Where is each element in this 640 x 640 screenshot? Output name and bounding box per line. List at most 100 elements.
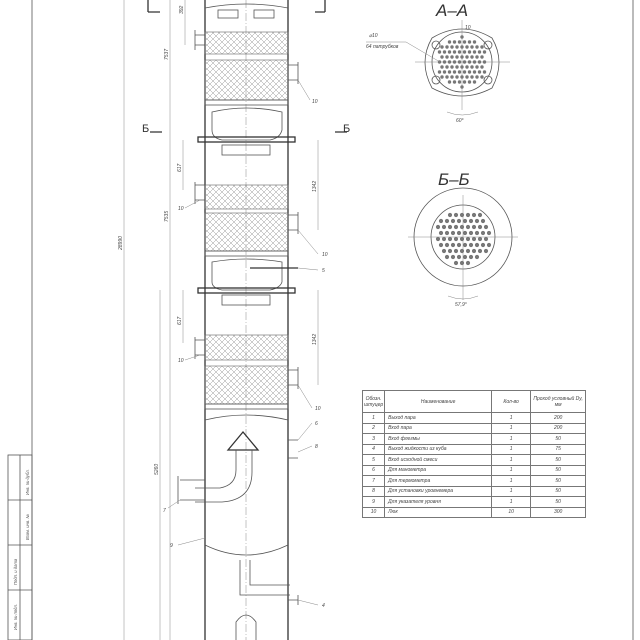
tube-hole [450,45,454,49]
cell-id: 9 [361,496,386,508]
tube-hole [457,70,462,74]
tube-hole [468,218,474,224]
tube-hole [444,218,450,224]
tube-hole [447,224,453,230]
stamp-label: Инв. № дубл. [25,469,30,495]
cell-name: Люк [384,506,493,518]
cell-id: 3 [361,433,386,445]
tube-hole [459,248,465,254]
tube-hole [452,60,457,64]
tube-hole [447,60,452,64]
tube-hole [465,75,469,79]
tube-hole [471,236,477,242]
tube-hole [455,65,459,69]
tube-hole [477,70,482,74]
cell-id: 8 [361,485,386,497]
cell-name: Для манометра [384,464,493,476]
tube-hole [467,60,472,64]
tube-hole [440,65,444,69]
tube-hole [442,60,447,64]
tube-hole [474,230,480,236]
tube-hole [465,260,471,266]
tube-hole [457,80,462,84]
section-a-a: А–А ⌀10 64 патрубков 10 60° [366,1,510,124]
tube-hole [438,230,444,236]
tube-hole [457,50,462,54]
cell-qty: 1 [491,412,532,424]
tube-hole [480,65,484,69]
tube-hole [472,80,477,84]
dim-label: 617 [177,163,183,172]
tube-hole [477,236,483,242]
tube-hole [480,242,486,248]
cell-qty: 1 [491,475,532,487]
tube-hole [470,65,474,69]
tube-holes [437,35,487,89]
cell-qty: 1 [491,485,532,497]
hole-label: ⌀10 [369,33,378,39]
side-stamp: Инв. № подл. Подп. и дата Взам. инв. № И… [7,454,33,640]
tube-hole [450,230,456,236]
tube-hole [470,45,474,49]
tube-hole [467,70,472,74]
col-header-dn: Проход условный Dу, мм [530,390,587,413]
tube-hole [483,236,489,242]
tube-hole [480,75,484,79]
cell-name: Для установки уровнемера [384,485,493,497]
cell-id: 2 [361,422,386,434]
cell-dn: 50 [530,475,587,487]
cell-name: Вход пара [384,422,493,434]
col-header-qty: Кол-во [491,390,532,413]
tube-hole [465,236,471,242]
tube-hole [460,75,464,79]
cell-qty: 1 [491,433,532,445]
cell-id: 10 [361,506,386,518]
tube-hole [447,80,452,84]
tube-hole [462,50,467,54]
leader-label: 7 [163,508,166,514]
tube-hole [486,242,492,248]
tube-hole [453,260,459,266]
tube-hole [474,218,480,224]
cell-dn: 50 [530,496,587,508]
cell-qty: 1 [491,496,532,508]
tube-hole [444,242,450,248]
tube-hole [440,45,444,49]
cell-qty: 1 [491,443,532,455]
section-title: А–А [435,1,468,20]
tube-hole [471,248,477,254]
cell-id: 7 [361,475,386,487]
leader-label: 10 [312,99,318,105]
tube-hole [462,70,467,74]
tube-hole [452,50,457,54]
tube-hole [482,70,487,74]
tube-hole [462,254,468,260]
cell-qty: 1 [491,422,532,434]
tube-hole [455,45,459,49]
tube-hole [471,212,477,218]
tube-hole [472,40,477,44]
tube-hole [442,50,447,54]
hole-note: 64 патрубков [366,44,399,50]
tube-hole [468,254,474,260]
tube-hole [477,248,483,254]
section-b-b: Б–Б 57,9° [408,170,518,308]
cell-name: Выход жидкости из куба [384,443,493,455]
tube-hole [453,212,459,218]
cell-dn: 50 [530,454,587,466]
tube-hole [465,55,469,59]
tube-hole [457,60,462,64]
tube-hole [450,254,456,260]
tube-hole [450,218,456,224]
tube-hole [474,242,480,248]
tube-hole [455,55,459,59]
dim-label: 5260 [154,464,160,475]
dim-label: 7537 [164,49,170,60]
tube-hole [465,224,471,230]
tube-hole [462,230,468,236]
bottom-section [195,414,290,640]
